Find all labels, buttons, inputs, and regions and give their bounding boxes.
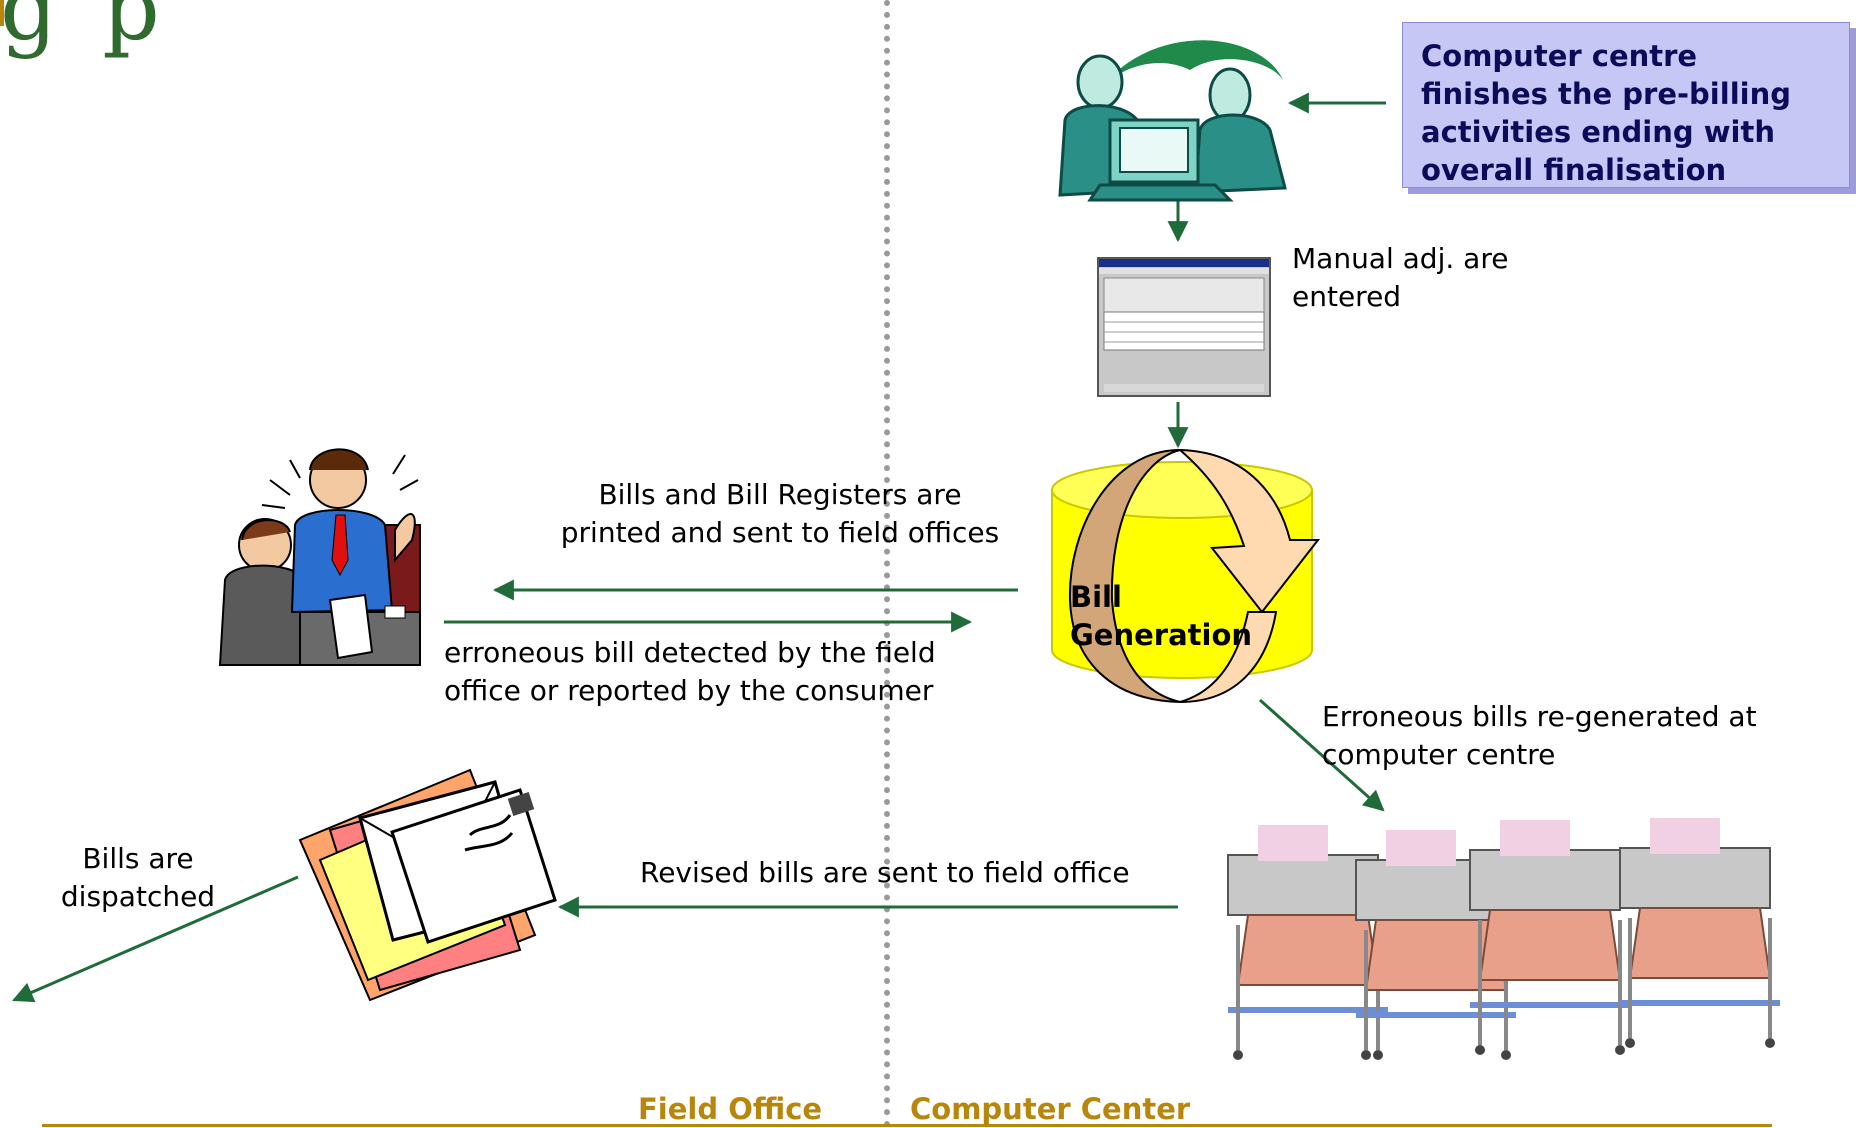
- meeting-clipart-icon: [1058, 40, 1287, 202]
- footer-rule: [42, 1124, 1772, 1127]
- label-erroneous-detected: erroneous bill detected by the field off…: [444, 636, 936, 707]
- arrows: [12, 92, 1386, 1003]
- label-regenerated: Erroneous bills re-generated at computer…: [1322, 700, 1757, 771]
- footer-field-office: Field Office: [638, 1092, 823, 1126]
- software-screen-icon: [1097, 257, 1271, 397]
- envelopes-icon: [298, 768, 557, 1002]
- label-bill-generation: Bill Generation: [1070, 580, 1253, 652]
- printers-icon: [1227, 818, 1780, 1060]
- label-manual-adj: Manual adj. are entered: [1292, 242, 1509, 313]
- arrow-generation-to-printers: [1259, 698, 1385, 812]
- field-office-people-icon: [218, 448, 421, 666]
- section-divider: [884, 0, 890, 1128]
- label-bills-printed: Bills and Bill Registers are printed and…: [560, 478, 1000, 549]
- bill-generation-cycle-icon: [1051, 448, 1321, 703]
- label-dispatched: Bills are dispatched: [60, 842, 216, 913]
- page-title-fragment: g p: [0, 0, 168, 61]
- footer-computer-center: Computer Center: [910, 1092, 1191, 1126]
- callout-box: Computer centre finishes the pre-billing…: [1402, 22, 1850, 188]
- title-accent-bar: [0, 0, 4, 26]
- arrow-dispatch: [12, 875, 299, 1003]
- label-revised-sent: Revised bills are sent to field office: [640, 856, 1130, 889]
